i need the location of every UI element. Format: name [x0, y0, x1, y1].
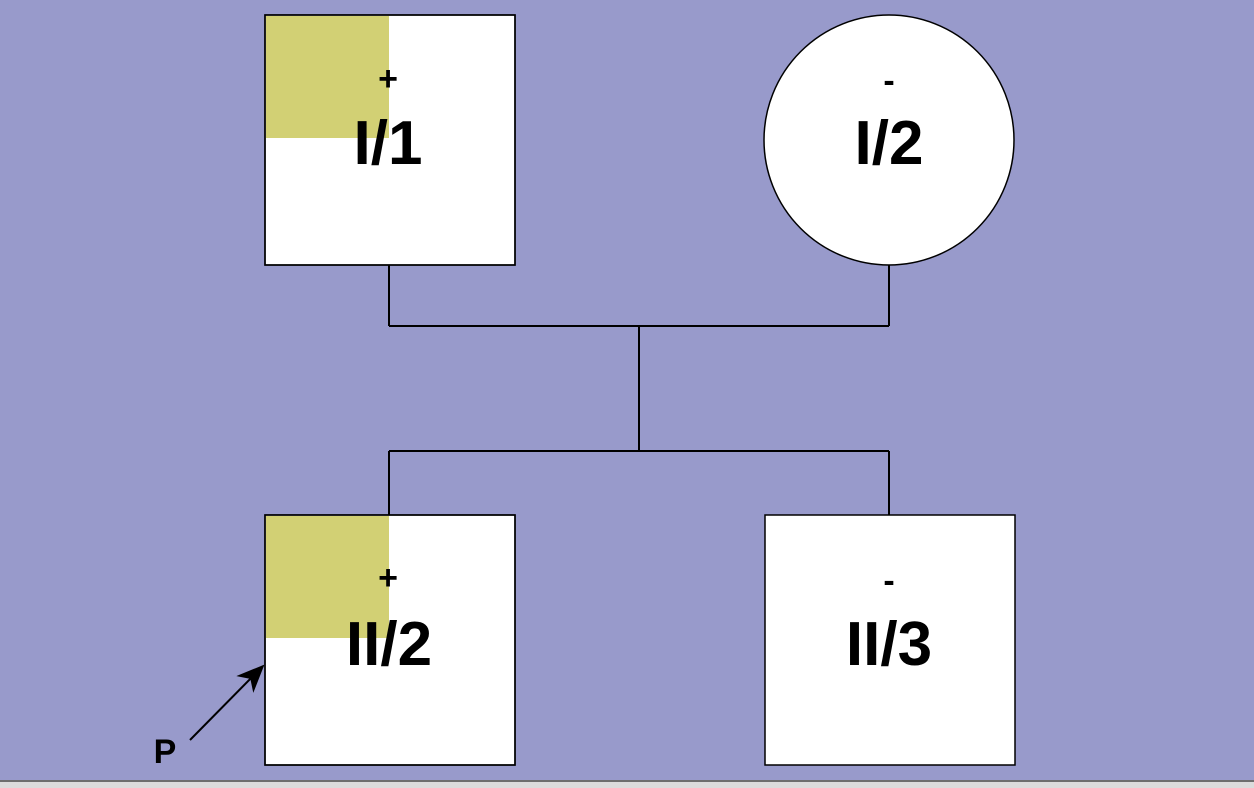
- affected-quadrant: [266, 516, 389, 638]
- individual-id-label: II/2: [346, 610, 432, 679]
- status-marker: -: [883, 62, 894, 100]
- status-marker: -: [883, 562, 894, 600]
- symbol-outline: [264, 14, 516, 266]
- proband-arrow-icon: [189, 664, 265, 741]
- proband-indicator: P: [154, 664, 265, 771]
- status-marker: +: [378, 60, 398, 98]
- window-bottom-border: [0, 780, 1254, 788]
- individual-i1[interactable]: + I/1: [264, 14, 516, 266]
- pedigree-lines: [388, 265, 890, 515]
- individual-ii2[interactable]: + II/2: [264, 514, 516, 766]
- female-circle-symbol: [763, 14, 1015, 266]
- affected-quadrant: [266, 16, 389, 138]
- status-marker: +: [378, 559, 398, 597]
- individual-id-label: II/3: [846, 610, 932, 679]
- proband-label: P: [154, 733, 177, 771]
- individual-i2[interactable]: - I/2: [763, 14, 1015, 266]
- individual-ii3[interactable]: - II/3: [764, 514, 1016, 766]
- symbol-outline: [264, 514, 516, 766]
- individual-id-label: I/2: [855, 109, 924, 178]
- male-square-symbol: [764, 514, 1016, 766]
- individual-id-label: I/1: [354, 109, 423, 178]
